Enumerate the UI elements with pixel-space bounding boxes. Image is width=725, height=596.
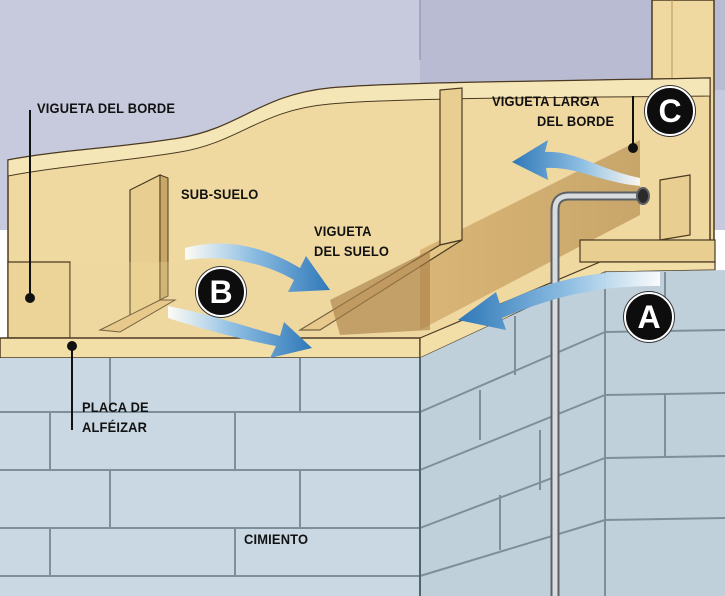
air-arrow-c [512, 140, 640, 186]
badge-c: C [645, 86, 695, 136]
floor-joist-2 [439, 87, 463, 246]
rim-joist [7, 261, 71, 339]
label-placa-2: ALFÉIZAR [82, 419, 148, 435]
right-ledge [579, 239, 716, 263]
label-vigueta-larga-1: VIGUETA LARGA [492, 93, 600, 109]
label-vigueta-del-borde: VIGUETA DEL BORDE [37, 100, 176, 116]
badge-a: A [624, 292, 674, 342]
label-cimiento: CIMIENTO [244, 531, 309, 547]
sill-plate [0, 337, 421, 359]
air-arrow-b1 [185, 243, 330, 292]
block-lines-left [0, 358, 420, 577]
label-sub-suelo: SUB-SUELO [181, 186, 259, 202]
air-arrow-a [458, 271, 660, 330]
foundation-left [0, 358, 420, 596]
label-vigueta-del-suelo-2: DEL SUELO [314, 243, 390, 259]
label-vigueta-larga-2: DEL BORDE [537, 113, 615, 129]
label-vigueta-del-suelo-1: VIGUETA [314, 223, 372, 239]
foundation-right [420, 270, 725, 596]
block-lines-right [419, 272, 725, 596]
air-arrow-b2 [168, 306, 312, 358]
badge-b: B [196, 267, 246, 317]
sub-floor-edge [7, 77, 711, 177]
label-placa-1: PLACA DE [82, 399, 149, 415]
